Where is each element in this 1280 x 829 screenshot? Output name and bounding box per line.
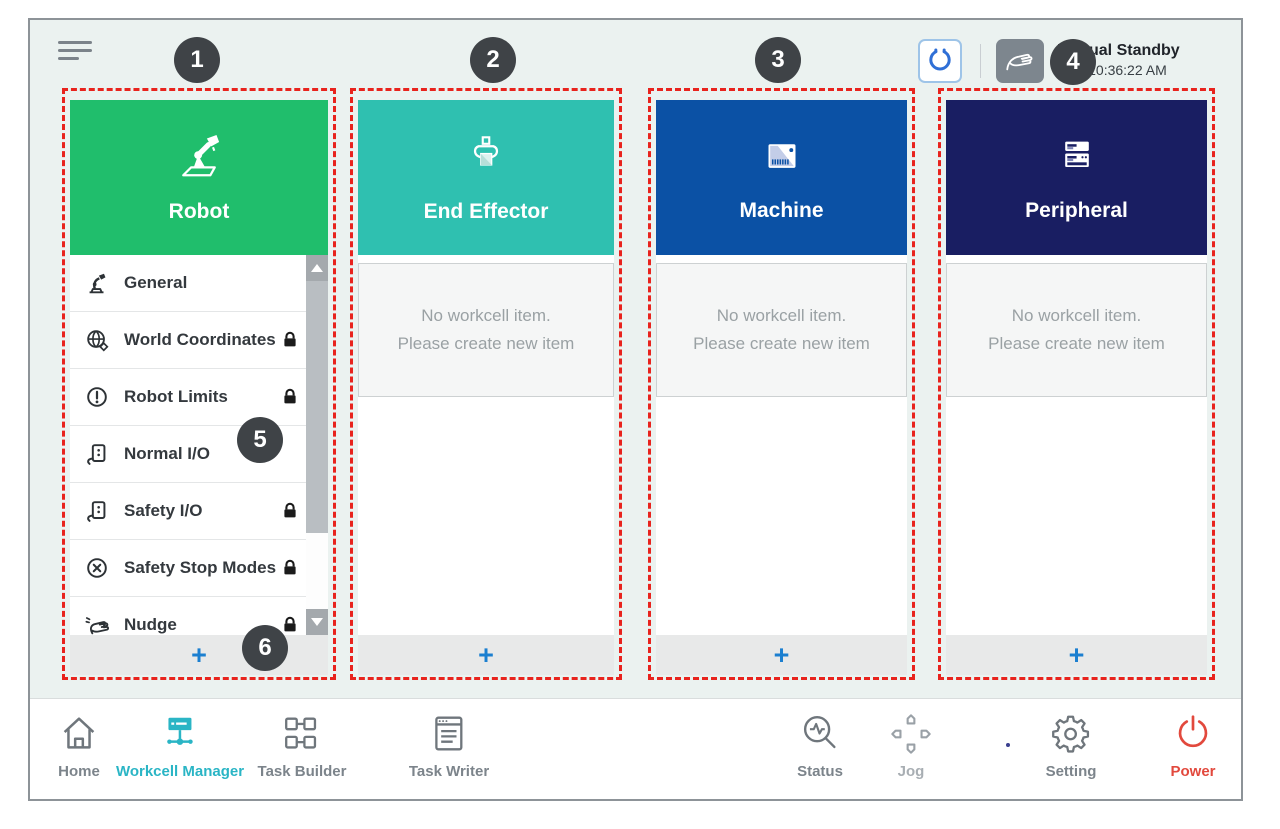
workcell-item-label: Safety I/O	[124, 501, 203, 520]
nudge-icon	[82, 612, 112, 635]
workcell-item-label: World Coordinates	[124, 330, 276, 349]
lock-icon	[282, 559, 298, 577]
machine-item-list: No workcell item. Please create new item	[656, 255, 907, 635]
empty-state-line1: No workcell item.	[1011, 306, 1142, 325]
nav-home[interactable]: Home	[56, 711, 102, 780]
callout-badge-3: 3	[755, 37, 801, 83]
scrollbar[interactable]	[306, 255, 328, 635]
plus-icon: +	[478, 639, 494, 670]
empty-state-line1: No workcell item.	[421, 306, 551, 325]
workcell-item-safety-io[interactable]: Safety I/O	[70, 483, 306, 540]
callout-badge-1: 1	[174, 37, 220, 83]
robot-category-label: Robot	[168, 200, 230, 223]
empty-state-line1: No workcell item.	[716, 306, 847, 325]
manual-hand-icon	[1003, 46, 1037, 77]
workcell-manager-icon	[157, 711, 203, 760]
scroll-down-button[interactable]	[306, 609, 328, 635]
workcell-item-label: Robot Limits	[124, 387, 228, 406]
workcell-item-world-coordinates[interactable]: World Coordinates	[70, 312, 306, 369]
home-icon	[56, 711, 102, 760]
workcell-column-machine: Machine No workcell item. Please create …	[648, 88, 915, 680]
add-peripheral-item-button[interactable]: +	[946, 635, 1207, 675]
nav-jog[interactable]: Jog	[888, 711, 934, 780]
workcell-item-general[interactable]: General	[70, 255, 306, 312]
empty-state-line2: Please create new item	[988, 334, 1165, 353]
end-effector-category-header[interactable]: End Effector	[358, 100, 614, 255]
status-icon	[797, 711, 843, 760]
arrow-down-icon	[311, 618, 323, 626]
bottom-nav: Home Workcell Manager Task Builder Task …	[30, 698, 1241, 799]
add-end-effector-item-button[interactable]: +	[358, 635, 614, 675]
add-machine-item-button[interactable]: +	[656, 635, 907, 675]
lock-icon	[282, 502, 298, 520]
workcell-item-label: Normal I/O	[124, 444, 210, 463]
empty-state-line2: Please create new item	[693, 334, 870, 353]
nav-power[interactable]: Power	[1170, 711, 1216, 780]
io-icon	[82, 498, 112, 524]
robot-general-icon	[82, 270, 112, 296]
callout-badge-5: 5	[237, 417, 283, 463]
robot-item-list: General World Coordinates Robot Limits	[70, 255, 328, 635]
empty-state-box: No workcell item. Please create new item	[358, 263, 614, 397]
add-robot-item-button[interactable]: +	[70, 635, 328, 675]
empty-state-box: No workcell item. Please create new item	[656, 263, 907, 397]
peripheral-icon	[1050, 132, 1104, 185]
nav-task-writer[interactable]: Task Writer	[409, 711, 489, 780]
workcell-item-label: General	[124, 273, 188, 292]
end-effector-item-list: No workcell item. Please create new item	[358, 255, 614, 635]
machine-category-label: Machine	[739, 199, 824, 222]
arrow-up-icon	[311, 264, 323, 272]
app-window: Manual Standby 2.22 10:36:22 AM Robot Ge…	[28, 18, 1243, 801]
workcell-item-label: Safety Stop Modes	[124, 558, 277, 577]
plus-icon: +	[773, 639, 790, 670]
setting-icon	[1048, 711, 1094, 760]
io-icon	[82, 441, 112, 467]
robot-icon	[171, 131, 227, 186]
robot-category-header[interactable]: Robot	[70, 100, 328, 255]
scroll-up-button[interactable]	[306, 255, 328, 281]
plus-icon: +	[191, 639, 207, 670]
topbar-divider	[980, 44, 981, 78]
empty-state-box: No workcell item. Please create new item	[946, 263, 1207, 397]
empty-state-line2: Please create new item	[397, 334, 575, 353]
task-writer-icon	[426, 711, 472, 760]
nav-setting[interactable]: Setting	[1046, 711, 1096, 780]
jog-icon	[888, 711, 934, 760]
workcell-item-safety-stop-modes[interactable]: Safety Stop Modes	[70, 540, 306, 597]
manual-mode-button[interactable]	[996, 39, 1044, 83]
nav-task-builder[interactable]: Task Builder	[258, 711, 346, 780]
machine-category-header[interactable]: Machine	[656, 100, 907, 255]
workcell-item-nudge[interactable]: Nudge	[70, 597, 306, 635]
peripheral-category-header[interactable]: Peripheral	[946, 100, 1207, 255]
nav-workcell-manager[interactable]: Workcell Manager	[116, 711, 244, 780]
gripper-tool-icon	[925, 45, 955, 78]
lock-icon	[282, 616, 298, 634]
scrollbar-thumb[interactable]	[306, 281, 328, 533]
world-coordinates-icon	[82, 327, 112, 353]
peripheral-item-list: No workcell item. Please create new item	[946, 255, 1207, 635]
nav-dot	[1006, 743, 1010, 747]
nav-status[interactable]: Status	[797, 711, 843, 780]
workcell-item-label: Nudge	[124, 615, 177, 634]
callout-badge-4: 4	[1050, 39, 1096, 85]
workcell-column-peripheral: Peripheral No workcell item. Please crea…	[938, 88, 1215, 680]
menu-button[interactable]	[58, 40, 94, 66]
lock-icon	[282, 388, 298, 406]
safety-stop-icon	[82, 555, 112, 581]
callout-badge-6: 6	[242, 625, 288, 671]
callout-badge-2: 2	[470, 37, 516, 83]
lock-icon	[282, 331, 298, 349]
end-effector-category-label: End Effector	[423, 200, 549, 223]
power-icon	[1170, 711, 1216, 760]
plus-icon: +	[1068, 639, 1085, 670]
workcell-column-end-effector: End Effector No workcell item. Please cr…	[350, 88, 622, 680]
workcell-item-robot-limits[interactable]: Robot Limits	[70, 369, 306, 426]
robot-tool-button[interactable]	[918, 39, 962, 83]
robot-limits-icon	[82, 384, 112, 410]
task-builder-icon	[279, 711, 325, 760]
machine-icon	[755, 132, 809, 185]
workcell-column-robot: Robot General World Coordinates	[62, 88, 336, 680]
peripheral-category-label: Peripheral	[1025, 199, 1128, 222]
end-effector-icon	[460, 131, 512, 186]
